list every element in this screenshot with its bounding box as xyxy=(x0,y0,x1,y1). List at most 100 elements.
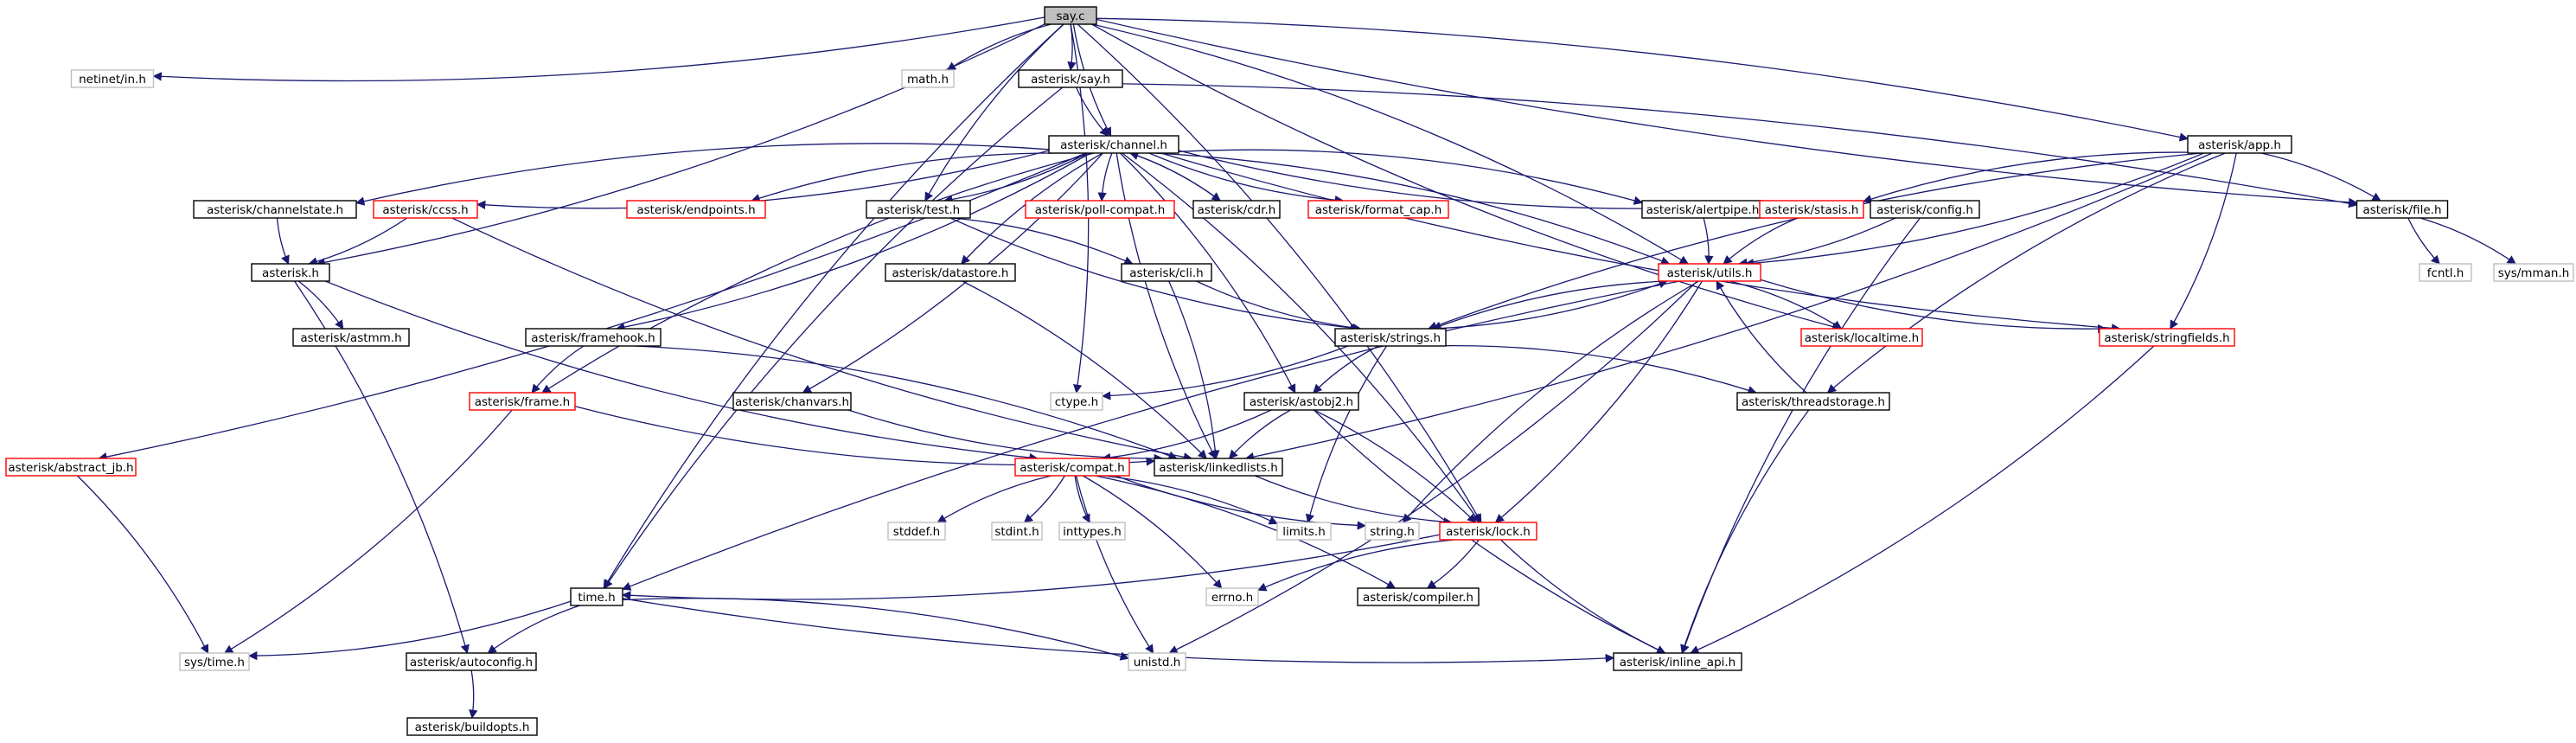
node-inttypes: inttypes.h xyxy=(1058,522,1126,541)
node-box xyxy=(1044,6,1097,25)
node-label: asterisk/chanvars.h xyxy=(735,395,849,409)
node-ast-test[interactable]: asterisk/test.h xyxy=(866,200,971,219)
node-label: asterisk.h xyxy=(262,266,319,280)
edge-ast_utils-to-ast_strings xyxy=(1432,280,1667,330)
node-box xyxy=(866,200,971,219)
edge-ast_framehook-to-ast_frame xyxy=(531,345,585,394)
node-box xyxy=(1121,263,1212,282)
edge-ast_channel-to-ast_framehook xyxy=(615,152,1091,332)
edge-ast_strings-to-ast_astobj2 xyxy=(1313,345,1379,394)
node-box xyxy=(1307,200,1449,219)
node-ast-chanvars[interactable]: asterisk/chanvars.h xyxy=(732,392,852,411)
edge-ast_utils-to-unistd xyxy=(1168,280,1698,654)
node-ast-poll-compat[interactable]: asterisk/poll-compat.h xyxy=(1025,200,1175,219)
edge-ast_test-to-ast_cli xyxy=(952,217,1134,266)
node-label: math.h xyxy=(907,73,949,86)
node-ast-utils[interactable]: asterisk/utils.h xyxy=(1658,263,1761,282)
node-ast-lock[interactable]: asterisk/lock.h xyxy=(1439,522,1537,541)
node-label: asterisk/buildopts.h xyxy=(415,721,530,734)
node-label: limits.h xyxy=(1282,525,1326,539)
node-box xyxy=(1334,328,1447,347)
node-ast-app[interactable]: asterisk/app.h xyxy=(2187,135,2292,154)
node-box xyxy=(2493,263,2574,282)
edge-ast_channel-to-ast_astobj2 xyxy=(1119,152,1296,394)
node-box xyxy=(292,328,410,347)
node-label: asterisk/channelstate.h xyxy=(207,203,343,217)
edge-ast_channel-to-ast_poll_compat xyxy=(1097,152,1113,202)
edge-ast_strings-to-ctype xyxy=(1101,345,1349,400)
edge-ast_utils-to-ast_localtime xyxy=(1729,280,1843,330)
node-ast-framehook[interactable]: asterisk/framehook.h xyxy=(525,328,662,347)
edge-ast_astobj2-to-ast_lock xyxy=(1314,409,1477,523)
node-ast-frame[interactable]: asterisk/frame.h xyxy=(469,392,576,411)
node-box xyxy=(469,392,576,411)
node-ast-config[interactable]: asterisk/config.h xyxy=(1870,200,1980,219)
node-ast-ccss[interactable]: asterisk/ccss.h xyxy=(373,200,478,219)
node-label: sys/mman.h xyxy=(2498,266,2570,280)
node-ast-compat[interactable]: asterisk/compat.h xyxy=(1014,458,1130,477)
edge-ast_utils-to-time_h xyxy=(622,280,1680,591)
node-box xyxy=(901,69,955,88)
edge-say_c-to-math xyxy=(946,23,1051,71)
node-box xyxy=(193,200,357,219)
node-ctype: ctype.h xyxy=(1050,392,1103,411)
node-ast-astmm[interactable]: asterisk/astmm.h xyxy=(292,328,410,347)
node-box xyxy=(1613,652,1742,671)
node-ast-astobj2[interactable]: asterisk/astobj2.h xyxy=(1243,392,1359,411)
edge-ast_channel-to-ast_utils xyxy=(1154,152,1671,266)
node-label: asterisk/poll-compat.h xyxy=(1035,203,1166,217)
edge-ast_config-to-ast_utils xyxy=(1738,217,1896,267)
edge-ast_lock-to-ast_compiler xyxy=(1426,539,1480,589)
node-ast-compiler[interactable]: asterisk/compiler.h xyxy=(1357,587,1480,606)
edge-ast_utils-to-string_h xyxy=(1402,280,1700,523)
node-box xyxy=(1025,200,1175,219)
node-box xyxy=(1276,522,1332,541)
node-label: asterisk/astobj2.h xyxy=(1250,395,1353,409)
node-ast-threadstorage[interactable]: asterisk/threadstorage.h xyxy=(1736,392,1890,411)
edge-ast_app-to-ast_file xyxy=(2260,152,2381,202)
edge-ast_lock-to-ast_inline_api xyxy=(1500,539,1666,654)
edge-ast_compat-to-string_h xyxy=(1115,475,1367,530)
node-ast-datastore[interactable]: asterisk/datastore.h xyxy=(885,263,1016,282)
node-box xyxy=(1870,200,1980,219)
node-ast-localtime[interactable]: asterisk/localtime.h xyxy=(1800,328,1923,347)
node-box xyxy=(1018,69,1123,88)
node-ast-inline-api[interactable]: asterisk/inline_api.h xyxy=(1613,652,1742,671)
node-ast-stasis[interactable]: asterisk/stasis.h xyxy=(1759,200,1864,219)
edge-ast_stasis-to-ast_utils xyxy=(1723,217,1799,265)
node-label: asterisk/app.h xyxy=(2198,138,2281,152)
edge-ast_compat-to-ast_compiler xyxy=(1095,475,1397,589)
node-ast-cli[interactable]: asterisk/cli.h xyxy=(1121,263,1212,282)
node-ast-say[interactable]: asterisk/say.h xyxy=(1018,69,1123,88)
node-ast-format-cap[interactable]: asterisk/format_cap.h xyxy=(1307,200,1449,219)
node-ast-abstract-jb[interactable]: asterisk/abstract_jb.h xyxy=(5,458,137,477)
node-ast-strings[interactable]: asterisk/strings.h xyxy=(1334,328,1447,347)
node-ast-autoconfig[interactable]: asterisk/autoconfig.h xyxy=(406,652,537,671)
node-label: asterisk/cdr.h xyxy=(1198,203,1276,217)
node-box xyxy=(1658,263,1761,282)
node-box xyxy=(2099,328,2235,347)
node-ast-cdr[interactable]: asterisk/cdr.h xyxy=(1192,200,1281,219)
node-box xyxy=(1014,458,1130,477)
node-box xyxy=(626,200,766,219)
node-box xyxy=(1205,587,1259,606)
node-ast-channelstate[interactable]: asterisk/channelstate.h xyxy=(193,200,357,219)
node-ast-stringfields[interactable]: asterisk/stringfields.h xyxy=(2099,328,2235,347)
node-ast-channel[interactable]: asterisk/channel.h xyxy=(1048,135,1179,154)
node-ast-endpoints[interactable]: asterisk/endpoints.h xyxy=(626,200,766,219)
node-ast-linkedlists[interactable]: asterisk/linkedlists.h xyxy=(1154,458,1283,477)
node-ast-alertpipe[interactable]: asterisk/alertpipe.h xyxy=(1641,200,1764,219)
node-sys-time: sys/time.h xyxy=(179,652,250,671)
node-label: asterisk/strings.h xyxy=(1340,331,1441,345)
node-label: asterisk/alertpipe.h xyxy=(1646,203,1760,217)
node-ast-buildopts[interactable]: asterisk/buildopts.h xyxy=(406,717,538,736)
node-label: asterisk/endpoints.h xyxy=(636,203,755,217)
node-say-c[interactable]: say.c xyxy=(1044,6,1097,25)
edge-ast_app-to-ast_stasis xyxy=(1863,151,2189,204)
edge-ast_channel-to-ast_channelstate xyxy=(355,143,1050,206)
node-asterisk-h[interactable]: asterisk.h xyxy=(251,263,330,282)
node-ast-file[interactable]: asterisk/file.h xyxy=(2355,200,2449,219)
node-time-h[interactable]: time.h xyxy=(570,587,623,606)
